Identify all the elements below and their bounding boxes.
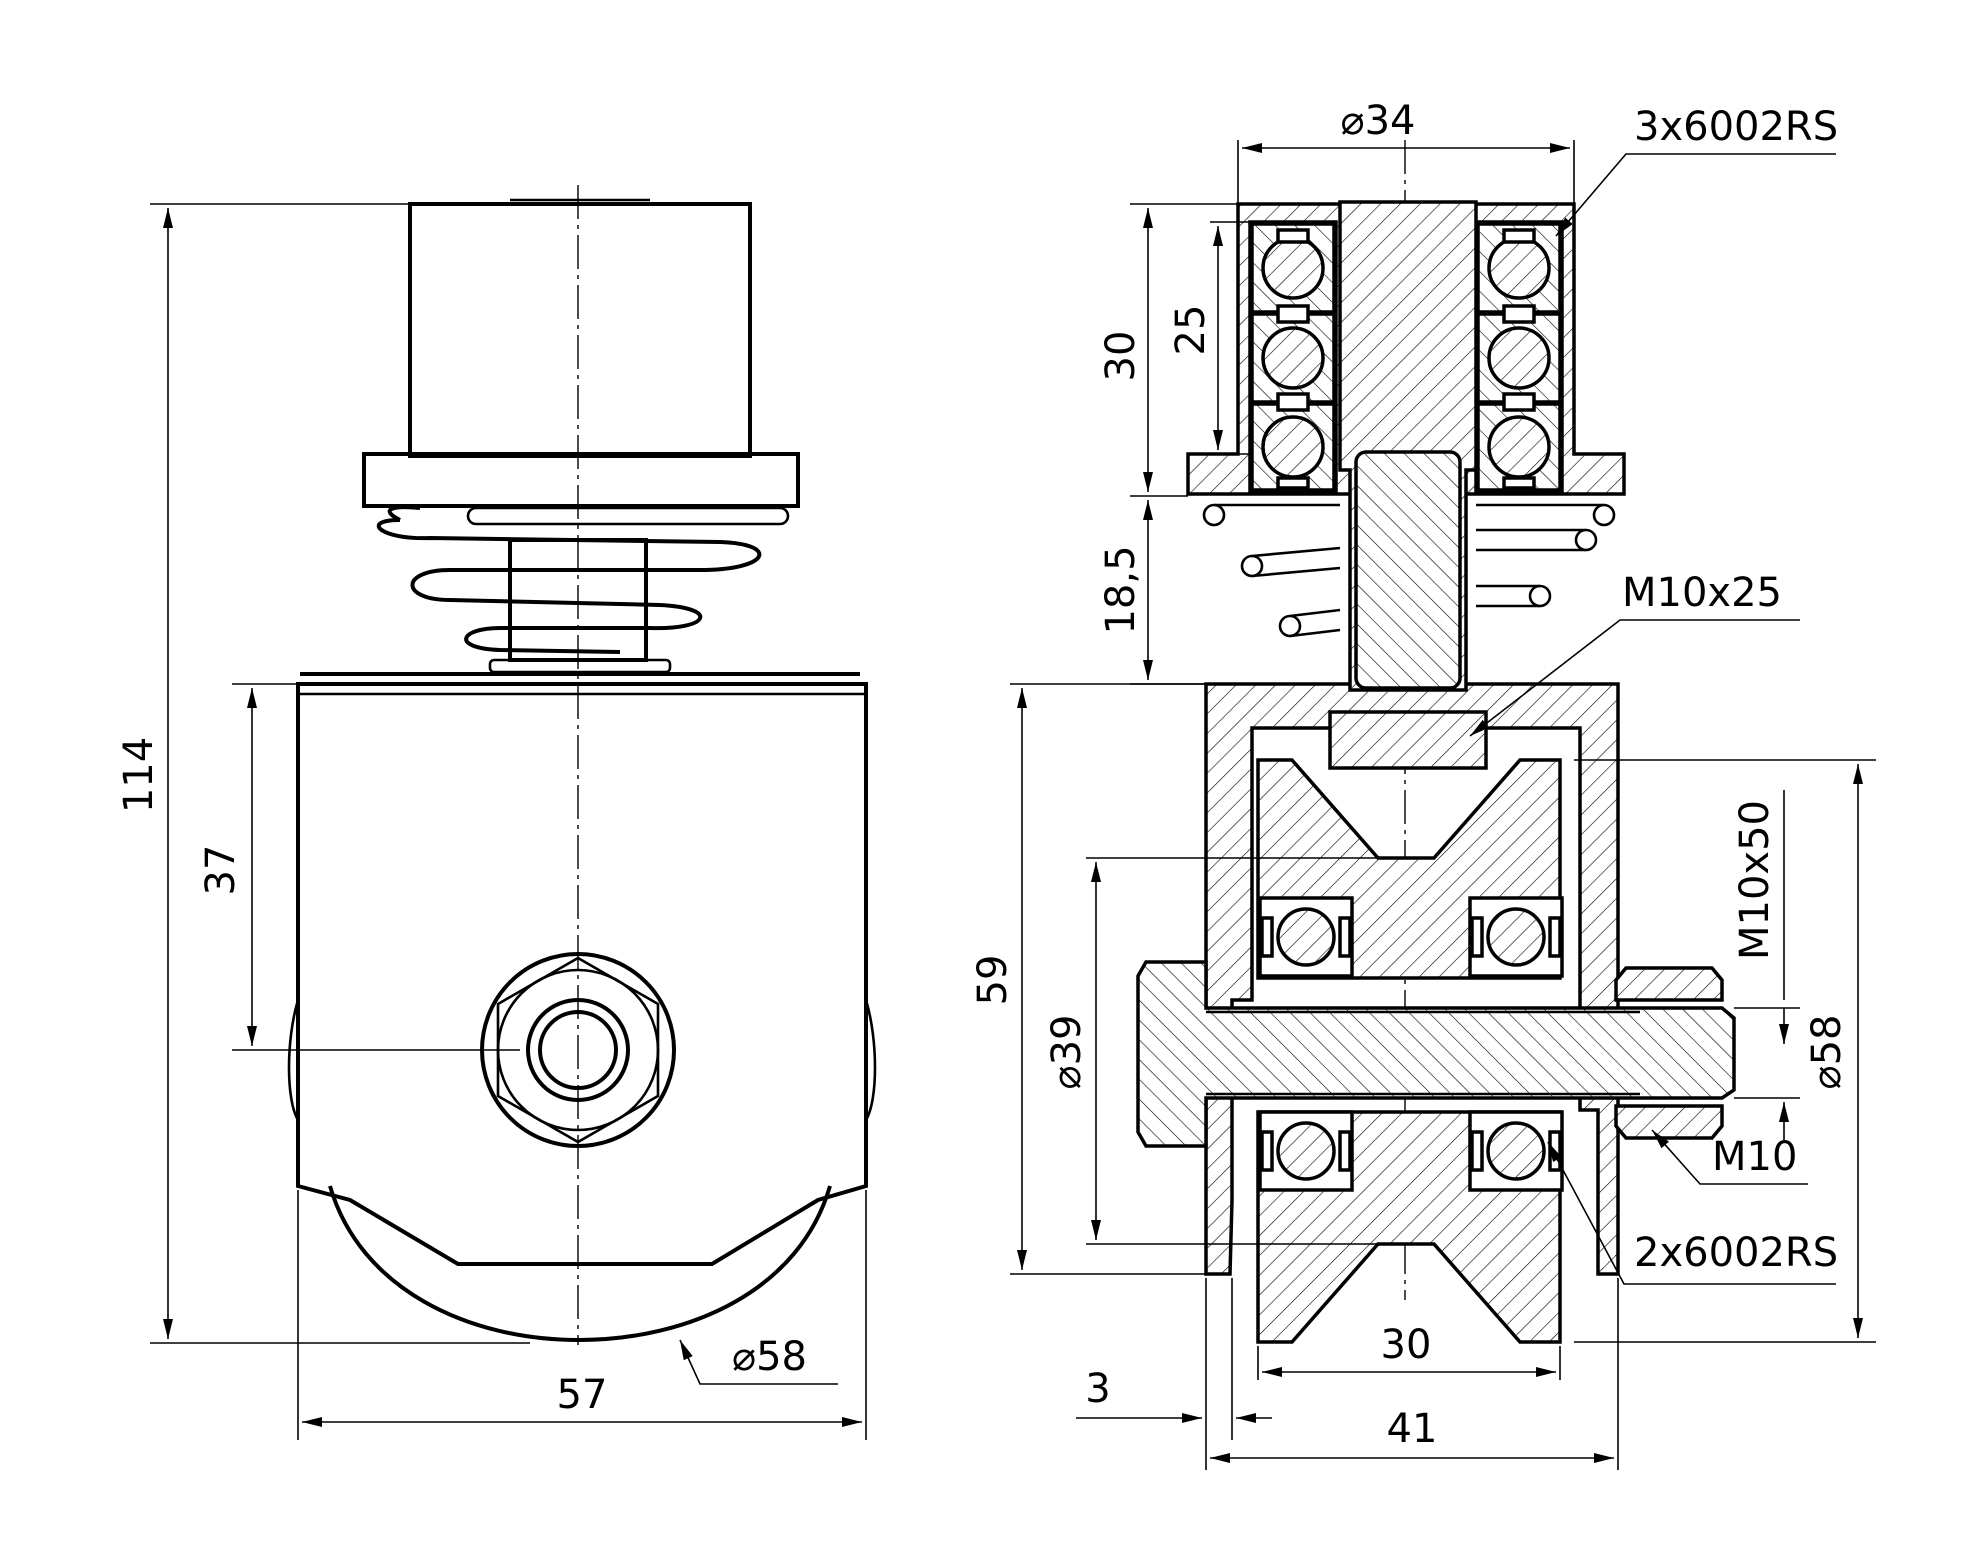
dim-59: 59: [970, 955, 1016, 1006]
front-view: 114 37 57 ⌀58: [116, 185, 877, 1440]
top-bolt: [1328, 710, 1488, 770]
nut: [1614, 966, 1724, 1002]
dim-37: 37: [198, 845, 244, 896]
section-view: ⌀34 3x6002RS 30 25 18,5 M10x25 59 ⌀39: [970, 98, 1876, 1470]
label-2x6002rs: 2x6002RS: [1634, 1230, 1838, 1276]
dim-front-dia58: ⌀58: [732, 1334, 807, 1380]
dim-3: 3: [1085, 1366, 1110, 1412]
axle-bolt: [1136, 960, 1736, 1148]
spring: [376, 505, 790, 654]
nut-lower: [1614, 1104, 1724, 1140]
spring-section: [1202, 503, 1616, 638]
dim-41: 41: [1387, 1406, 1438, 1452]
wheel-bearings: [1258, 896, 1564, 1192]
dim-dia58-right: ⌀58: [1804, 1015, 1850, 1090]
top-bearings-right: [1476, 222, 1562, 492]
dim-114: 114: [116, 737, 162, 813]
label-m10x50: M10x50: [1732, 800, 1778, 960]
dim-18-5: 18,5: [1098, 545, 1144, 634]
dim-30-wheel: 30: [1381, 1322, 1432, 1368]
axle-nut: [480, 952, 676, 1148]
dim-30-head: 30: [1098, 331, 1144, 382]
label-m10: M10: [1712, 1134, 1797, 1180]
label-3x6002rs: 3x6002RS: [1634, 104, 1838, 150]
top-bearings-left: [1250, 222, 1336, 492]
dim-dia34: ⌀34: [1341, 98, 1416, 144]
label-m10x25: M10x25: [1622, 570, 1782, 616]
dim-25: 25: [1168, 305, 1214, 356]
dim-57: 57: [557, 1372, 608, 1418]
dim-dia39: ⌀39: [1044, 1015, 1090, 1090]
